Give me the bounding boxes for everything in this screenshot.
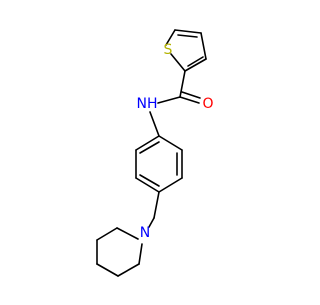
bond-pip-6 — [138, 243, 143, 265]
bond-ring-1 — [158, 135, 183, 151]
bond-methylene-nitrogen — [148, 217, 155, 228]
structure-diagram-canvas: S O NH N — [96, 29, 214, 277]
bond-ring-3 — [158, 177, 183, 193]
bond-ring-6 — [135, 135, 160, 151]
molecule-structure: S O NH N — [96, 29, 214, 277]
bond-c3-c4 — [200, 32, 207, 60]
bond-carbonyl-oxygen-2 — [181, 91, 201, 99]
bonds — [96, 29, 207, 277]
bond-c2-carbonyl — [179, 70, 186, 98]
bond-pip-4 — [96, 263, 119, 277]
bond-c2-c3 — [184, 58, 207, 72]
bond-pip-1 — [116, 227, 139, 240]
atom-sulfur: S — [164, 42, 173, 58]
bond-pip-5 — [117, 263, 140, 277]
bond-c5-s1 — [165, 29, 176, 46]
atom-amide-nitrogen: NH — [137, 96, 158, 112]
atom-oxygen: O — [202, 96, 213, 112]
bond-ring-4 — [135, 177, 160, 193]
bond-c2-c3-double — [187, 56, 204, 67]
bond-carbonyl-oxygen-1 — [179, 96, 200, 104]
bond-carbonyl-nitrogen — [157, 96, 181, 104]
atom-piperidine-nitrogen: N — [140, 225, 150, 241]
bond-ring-4-double — [139, 174, 160, 187]
bond-ring-6-double — [139, 141, 160, 154]
bond-nitrogen-ring — [149, 111, 160, 137]
bond-s1-c2 — [170, 53, 186, 72]
bond-c4-c5-double — [177, 34, 198, 38]
bond-c4-c5 — [174, 29, 202, 34]
bond-pip-2 — [96, 227, 118, 241]
bond-ring-methylene — [153, 191, 160, 219]
